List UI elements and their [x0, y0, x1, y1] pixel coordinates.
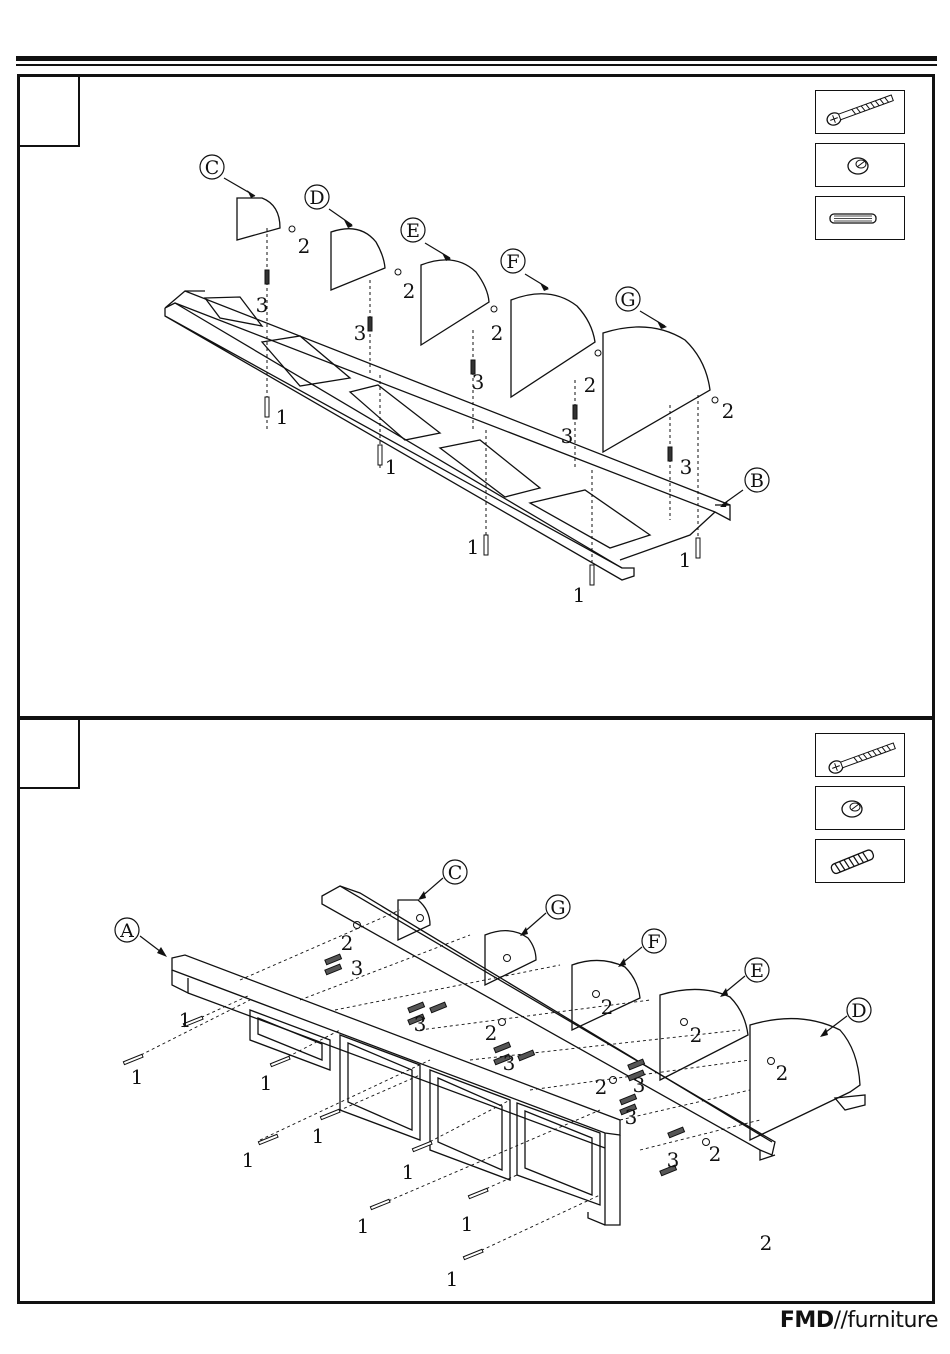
hardware-number-label: 1 [467, 535, 480, 559]
hardware-number-label: 2 [601, 995, 614, 1019]
panel-g [603, 327, 710, 452]
part-letter-label: C [448, 862, 463, 884]
hardware-number-label: 2 [776, 1061, 789, 1085]
part-letter-label: E [750, 960, 764, 982]
part-letter-label: G [620, 289, 635, 311]
brand-logo: FMD//furniture [780, 1308, 938, 1333]
hardware-number-label: 1 [357, 1214, 370, 1238]
hardware-number-label: 1 [242, 1148, 255, 1172]
hardware-number-label: 2 [584, 373, 597, 397]
hardware-number-label: 2 [491, 321, 504, 345]
hardware-number-label: 1 [260, 1071, 273, 1095]
step-1-hardware-labels: 2 3 3 1 2 1 2 3 2 3 2 3 1 1 1 [256, 234, 735, 607]
base-frame-b [165, 291, 730, 580]
hardware-number-label: 1 [402, 1160, 415, 1184]
part-letter-label: A [119, 920, 134, 942]
panel-e [421, 260, 489, 345]
hardware-number-label: 2 [341, 931, 354, 955]
brand-bold: FMD [780, 1308, 834, 1333]
hardware-number-label: 2 [709, 1142, 722, 1166]
hardware-number-label: 1 [276, 405, 289, 429]
hardware-number-label: 3 [625, 1105, 638, 1129]
part-letter-label: F [647, 931, 660, 953]
step-2-part-labels: C G A F E D [119, 862, 866, 1022]
hardware-number-label: 2 [485, 1021, 498, 1045]
part-letter-label: B [750, 470, 764, 492]
hardware-number-label: 1 [446, 1267, 459, 1291]
hardware-number-label: 1 [461, 1212, 474, 1236]
hardware-number-label: 1 [385, 455, 398, 479]
panel-f [511, 294, 595, 397]
brand-rest: //furniture [834, 1308, 938, 1333]
hardware-number-label: 3 [472, 370, 485, 394]
hardware-number-label: 2 [298, 234, 311, 258]
hardware-number-label: 1 [679, 548, 692, 572]
part-letter-label: C [205, 157, 220, 179]
hardware-number-label: 2 [690, 1023, 703, 1047]
panel-d [750, 1019, 865, 1140]
hardware-number-label: 1 [573, 583, 586, 607]
panel-c [398, 900, 430, 940]
base-frame-b-flipped [322, 886, 775, 1160]
hardware-number-label: 2 [760, 1231, 773, 1255]
hardware-number-label: 2 [403, 279, 416, 303]
hardware-number-label: 3 [503, 1051, 516, 1075]
hardware-number-label: 2 [722, 399, 735, 423]
hardware-number-label: 3 [667, 1148, 680, 1172]
hardware-number-label: 3 [354, 321, 367, 345]
hardware-number-label: 3 [414, 1012, 427, 1036]
part-letter-label: E [406, 220, 420, 242]
panel-c [237, 198, 280, 240]
hardware-number-label: 3 [633, 1073, 646, 1097]
hardware-number-label: 3 [351, 956, 364, 980]
hardware-number-label: 3 [256, 293, 269, 317]
part-letter-label: D [309, 187, 324, 209]
hardware-number-label: 1 [179, 1008, 192, 1032]
part-letter-label: G [550, 897, 565, 919]
hardware-number-label: 3 [680, 455, 693, 479]
hardware-number-label: 2 [595, 1075, 608, 1099]
part-letter-label: F [506, 251, 519, 273]
hardware-number-label: 1 [312, 1124, 325, 1148]
hardware-number-label: 3 [561, 424, 574, 448]
step-1-part-labels: C D E F G B [205, 157, 764, 492]
panel-d [331, 229, 385, 290]
part-letter-label: D [851, 1000, 866, 1022]
hardware-number-label: 1 [131, 1065, 144, 1089]
frame-a [172, 955, 620, 1225]
